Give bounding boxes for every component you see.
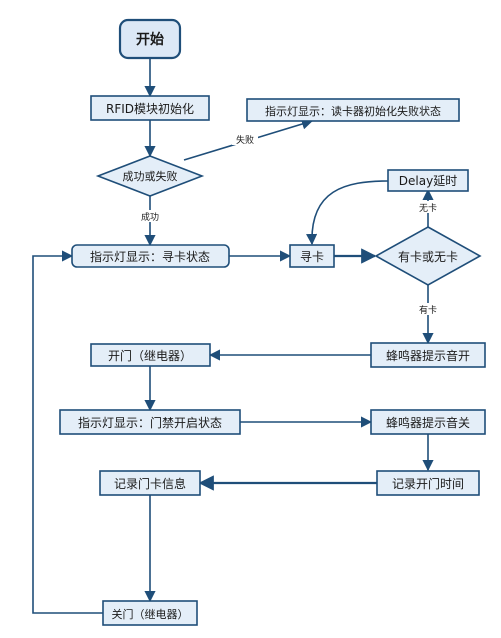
node-init-decision-label: 成功或失败 [123, 169, 178, 183]
node-start-label: 开始 [136, 31, 164, 48]
node-buzzer-on-label: 蜂鸣器提示音开 [386, 348, 470, 363]
node-start: 开始 [118, 18, 182, 60]
edges [32, 58, 434, 614]
node-record-card-label: 记录门卡信息 [114, 476, 186, 491]
edge-label-group: 失败 成功 无卡 有卡 [137, 133, 441, 316]
edge-label-no-card: 无卡 [419, 202, 437, 214]
node-buzzer-off-label: 蜂鸣器提示音关 [386, 415, 470, 430]
node-delay: Delay延时 [387, 169, 469, 192]
edge-label-fail: 失败 [236, 134, 254, 146]
node-door-open-indicator-label: 指示灯显示：门禁开启状态 [78, 415, 222, 430]
node-card-decision: 有卡或无卡 [374, 226, 482, 286]
node-search-indicator: 指示灯显示：寻卡状态 [71, 244, 230, 268]
edge-label-has-card: 有卡 [419, 304, 437, 316]
node-door-open-indicator: 指示灯显示：门禁开启状态 [59, 409, 241, 435]
node-close-door-label: 关门（继电器） [112, 607, 189, 621]
node-open-door-label: 开门（继电器） [108, 348, 192, 363]
node-buzzer-on: 蜂鸣器提示音开 [370, 342, 486, 368]
node-delay-label: Delay延时 [399, 174, 457, 188]
node-card-decision-label: 有卡或无卡 [398, 250, 458, 264]
node-buzzer-off: 蜂鸣器提示音关 [370, 409, 486, 435]
node-search-card-label: 寻卡 [300, 250, 324, 264]
edge-delay-to-search [306, 180, 389, 246]
node-init-fail-indicator-label: 指示灯显示：读卡器初始化失败状态 [265, 104, 441, 118]
edge-label-success: 成功 [141, 211, 159, 223]
node-init-fail-indicator: 指示灯显示：读卡器初始化失败状态 [246, 98, 460, 122]
node-init-decision: 成功或失败 [95, 155, 205, 197]
node-record-card: 记录门卡信息 [99, 470, 201, 496]
node-rfid-init: RFID模块初始化 [90, 95, 210, 121]
edge-close-door-loop-back [32, 250, 103, 614]
node-record-time: 记录开门时间 [376, 470, 480, 496]
node-rfid-init-label: RFID模块初始化 [106, 102, 194, 116]
node-close-door: 关门（继电器） [102, 600, 198, 626]
node-record-time-label: 记录开门时间 [392, 476, 464, 491]
node-search-card: 寻卡 [289, 244, 335, 268]
node-open-door: 开门（继电器） [90, 343, 211, 367]
node-search-indicator-label: 指示灯显示：寻卡状态 [90, 249, 210, 264]
